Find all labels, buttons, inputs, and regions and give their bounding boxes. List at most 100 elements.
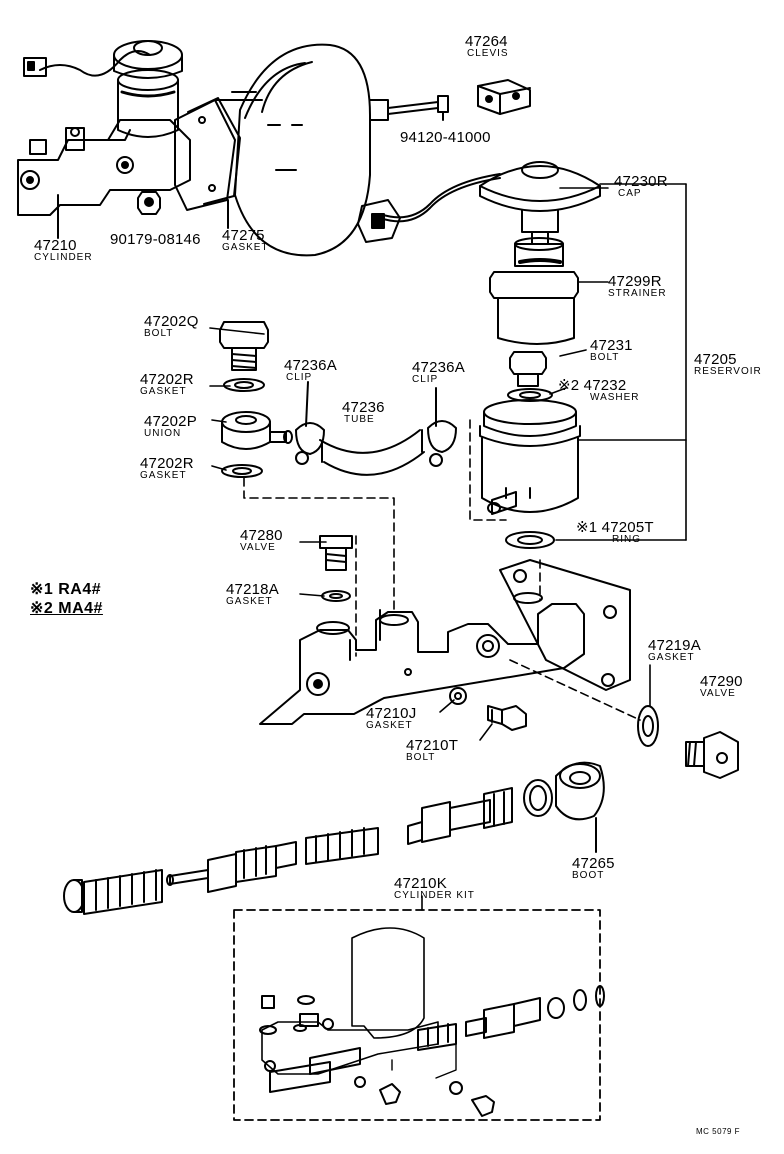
clip-and-tube-drawing (295, 381, 457, 476)
legend-item-1: ※1 RA4# (30, 581, 102, 598)
part-name: GASKET (222, 242, 269, 253)
part-number: 47205 (694, 351, 737, 368)
part-name: TUBE (344, 414, 375, 425)
part-number: 47230R (614, 173, 668, 190)
part-name: STRAINER (608, 288, 667, 299)
part-number: 47236A (412, 359, 465, 376)
part-name: CYLINDER KIT (394, 890, 475, 901)
part-number: 47202Q (144, 313, 199, 330)
piston-assembly-drawing (63, 761, 605, 915)
part-number: 90179-08146 (110, 231, 201, 248)
gasket-47219a-drawing (637, 705, 659, 747)
cylinder-body-drawing (259, 559, 631, 725)
part-number: 47231 (590, 337, 633, 354)
union-fitting-drawing (219, 321, 293, 478)
part-name: BOOT (572, 870, 605, 881)
part-number: 47202R (140, 371, 194, 388)
part-name: BOLT (590, 352, 620, 363)
part-number: 47280 (240, 527, 283, 544)
cylinder-kit-box (233, 895, 605, 1121)
part-label-47210K: 47210K CYLINDER KIT (394, 876, 475, 901)
part-name: CLIP (286, 372, 313, 383)
part-number: 47210J (366, 705, 417, 722)
part-label-47264: 47264 CLEVIS (465, 34, 509, 59)
master-cylinder-assembly-drawing (17, 40, 449, 257)
part-label-47202R-lower: 47202R GASKET (140, 456, 194, 481)
part-label-47280: 47280 VALVE (240, 528, 283, 553)
part-name: VALVE (700, 688, 736, 699)
part-name: CLEVIS (467, 48, 509, 59)
part-name: RING (612, 534, 641, 545)
legend-item-2: ※2 MA4# (30, 600, 103, 617)
part-name: BOLT (144, 328, 174, 339)
strainer-drawing (489, 237, 579, 345)
part-name: BOLT (406, 752, 436, 763)
part-name: CAP (618, 188, 642, 199)
part-label-47205T: ※1 47205T RING (576, 520, 654, 545)
part-label-47202P: 47202P UNION (144, 414, 197, 439)
part-number: 47210K (394, 875, 447, 892)
part-number: 47265 (572, 855, 615, 872)
part-label-47202R-upper: 47202R GASKET (140, 372, 194, 397)
reservoir-body-drawing (479, 399, 581, 515)
leader-lines (209, 183, 687, 741)
part-label-47290: 47290 VALVE (700, 674, 743, 699)
valve-47290-drawing (685, 731, 739, 779)
part-number: 47236A (284, 357, 337, 374)
part-label-47299R: 47299R STRAINER (608, 274, 667, 299)
part-name: WASHER (590, 392, 640, 403)
part-name: CYLINDER (34, 252, 93, 263)
part-name: VALVE (240, 542, 276, 553)
part-number: 47290 (700, 673, 743, 690)
clevis-drawing (477, 79, 531, 115)
part-label-47275: 47275 GASKET (222, 228, 269, 253)
part-number: ※2 47232 (558, 377, 627, 394)
dashed-guide-lines (243, 419, 641, 721)
part-label-47236: 47236 TUBE (342, 400, 385, 425)
part-number: 47202R (140, 455, 194, 472)
ring-47205t-drawing (505, 531, 555, 549)
part-name: GASKET (140, 386, 187, 397)
valve-47280-drawing (319, 535, 353, 602)
figure-reference-text: MC 5079 F (696, 1127, 741, 1136)
part-number: 47210T (406, 737, 459, 754)
part-number: ※1 47205T (576, 519, 654, 536)
part-label-47265: 47265 BOOT (572, 856, 615, 881)
reservoir-cap-drawing (357, 161, 601, 245)
part-name: GASKET (226, 596, 273, 607)
part-number: 47218A (226, 581, 279, 598)
part-number: 47264 (465, 33, 508, 50)
part-label-90179-08146: 90179-08146 (110, 232, 201, 247)
bolt-47210t-drawing (487, 705, 527, 731)
part-name: CLIP (412, 374, 439, 385)
part-name: GASKET (140, 470, 187, 481)
part-number: 47219A (648, 637, 701, 654)
part-name: GASKET (648, 652, 695, 663)
gasket-47210j-drawing (449, 687, 467, 705)
part-number: 94120-41000 (400, 129, 491, 146)
part-label-47210: 47210 CYLINDER (34, 238, 93, 263)
part-label-47232: ※2 47232 WASHER (558, 378, 640, 403)
part-name: UNION (144, 428, 182, 439)
part-label-47202Q: 47202Q BOLT (144, 314, 199, 339)
part-number: 47236 (342, 399, 385, 416)
part-label-47231: 47231 BOLT (590, 338, 633, 363)
legend: ※1 RA4# ※2 MA4# (30, 582, 103, 617)
part-label-47236A-right: 47236A CLIP (412, 360, 465, 385)
part-label-47236A-left: 47236A CLIP (284, 358, 337, 383)
part-number: 47275 (222, 227, 265, 244)
part-number: 47202P (144, 413, 197, 430)
part-label-47210J: 47210J GASKET (366, 706, 416, 731)
figure-reference: MC 5079 F (696, 1128, 740, 1136)
part-name: RESERVOIR (694, 366, 762, 377)
part-label-47205: 47205 RESERVOIR (694, 352, 762, 377)
part-number: 47210 (34, 237, 77, 254)
part-label-47218A: 47218A GASKET (226, 582, 279, 607)
part-number: 47299R (608, 273, 662, 290)
part-label-94120-41000: 94120-41000 (400, 130, 491, 145)
part-label-47219A: 47219A GASKET (648, 638, 701, 663)
part-label-47230R: 47230R CAP (614, 174, 668, 199)
part-label-47210T: 47210T BOLT (406, 738, 458, 763)
part-name: GASKET (366, 720, 413, 731)
